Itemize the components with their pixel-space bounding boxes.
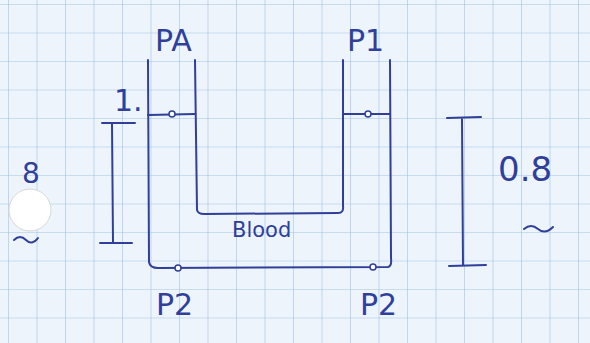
dimension-value: 1.: [114, 86, 143, 116]
pressure-label: P2: [360, 290, 397, 320]
right-dimension-bracket: [447, 117, 486, 266]
level-dot: [365, 111, 371, 117]
pressure-point: [175, 265, 181, 271]
pressure-point: [370, 264, 376, 270]
fluid-label: Blood: [232, 220, 291, 241]
unit-squiggle: [524, 226, 553, 232]
tube-outer-wall: [148, 60, 391, 268]
unit-squiggle: [14, 237, 38, 243]
left-dimension-bracket: [100, 123, 135, 243]
pressure-label: P2: [156, 290, 193, 320]
dimension-value: 8: [22, 160, 40, 188]
level-dot: [169, 111, 175, 117]
dimension-value: 0.8: [498, 152, 552, 186]
punch-hole: [9, 189, 51, 231]
pressure-label: P1: [347, 26, 384, 56]
tube-inner-wall: [195, 60, 343, 214]
pressure-label: PA: [155, 26, 192, 56]
